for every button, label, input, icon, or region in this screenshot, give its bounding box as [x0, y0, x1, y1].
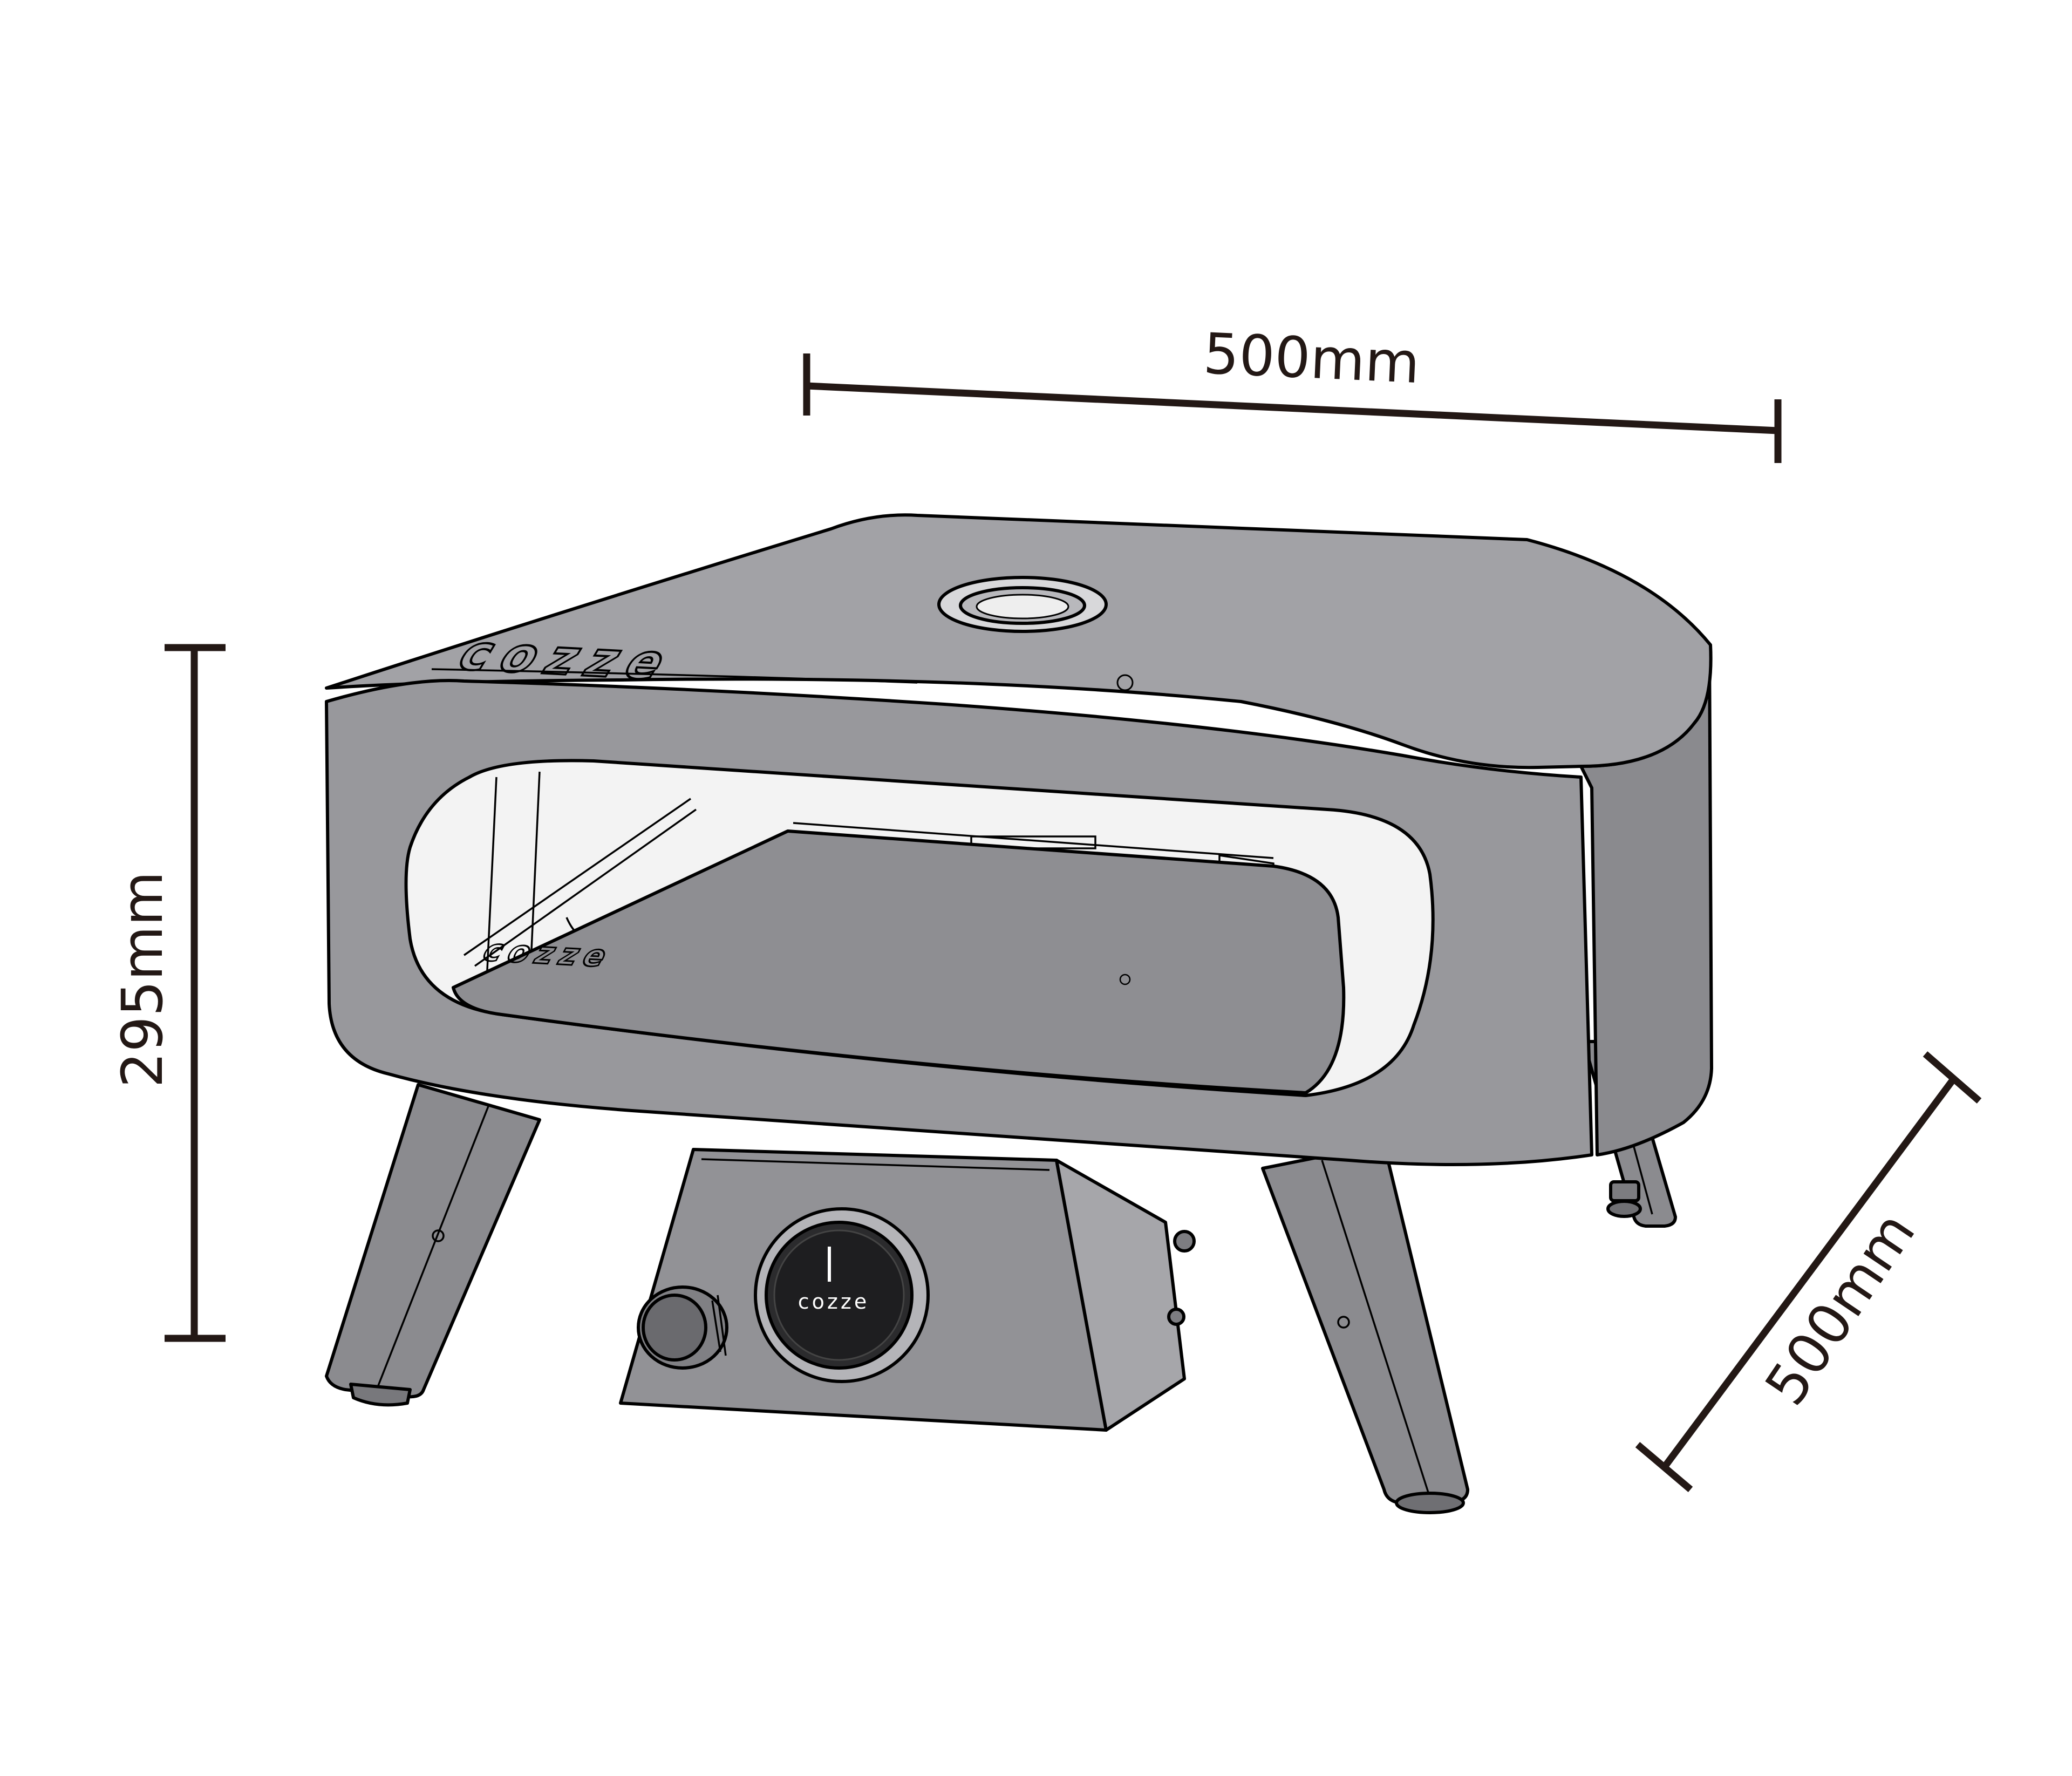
temperature-control-knob: cozze	[754, 1207, 930, 1383]
width-dimension: 500mm	[803, 321, 1782, 463]
front-left-leg	[325, 1083, 541, 1407]
height-dimension: 295mm	[110, 644, 226, 1342]
oven-cavity: cozze	[404, 759, 1435, 1097]
oven-top-surface: cozze	[325, 513, 1713, 770]
knob-logo: cozze	[798, 1290, 869, 1314]
height-dimension-label: 295mm	[110, 871, 175, 1087]
depth-dimension-top-tick	[1923, 1051, 1982, 1104]
top-logo-registered-mark	[1116, 674, 1134, 691]
front-right-leg	[1261, 1142, 1469, 1514]
depth-dimension-bottom-tick	[1635, 1442, 1693, 1492]
width-dimension-label: 500mm	[1202, 321, 1421, 396]
igniter-button	[637, 1285, 728, 1370]
depth-dimension-line	[1661, 1077, 1957, 1469]
pizza-oven-illustration: cozze	[325, 513, 1713, 1514]
width-dimension-line	[806, 382, 1778, 434]
stone-logo-registered-mark	[1119, 974, 1131, 985]
thermometer-gauge	[937, 576, 1108, 633]
pizza-stone: cozze	[452, 829, 1346, 1094]
stone-embossed-logo: cozze	[476, 933, 621, 974]
